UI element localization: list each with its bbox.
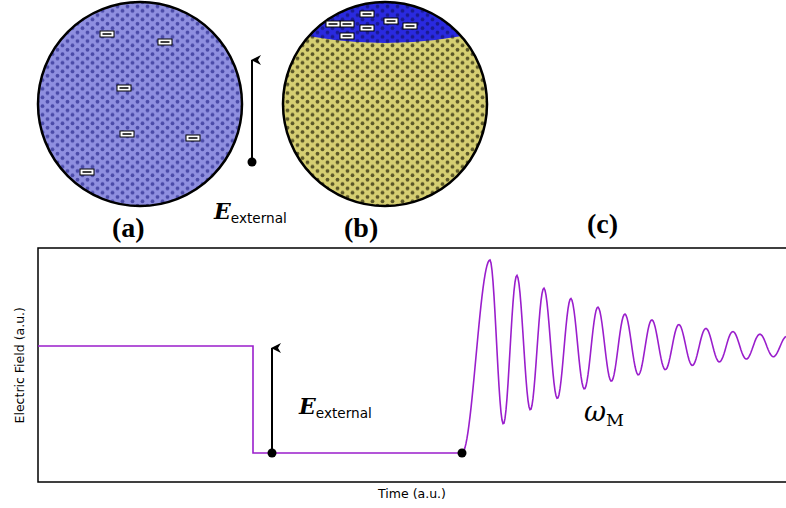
field-arrow: [251, 60, 253, 162]
field-curve: [38, 260, 786, 453]
axis-label: Time (a.u.): [378, 488, 446, 501]
electrons: [80, 31, 200, 175]
field-label: Eexternal: [214, 200, 287, 226]
polarized-sphere: [280, 0, 490, 210]
electrons: [326, 11, 417, 39]
frequency-label: ωM: [584, 398, 624, 430]
plot-frame: [38, 248, 786, 482]
field-arrow: [271, 348, 273, 453]
metal-sphere: [38, 2, 242, 206]
axis-label: Electric Field (a.u.): [14, 307, 27, 423]
field-label: Eexternal: [299, 395, 372, 421]
panel-label: (a): [112, 214, 145, 242]
panel-label: (c): [587, 210, 618, 238]
panel-label: (b): [344, 214, 378, 242]
